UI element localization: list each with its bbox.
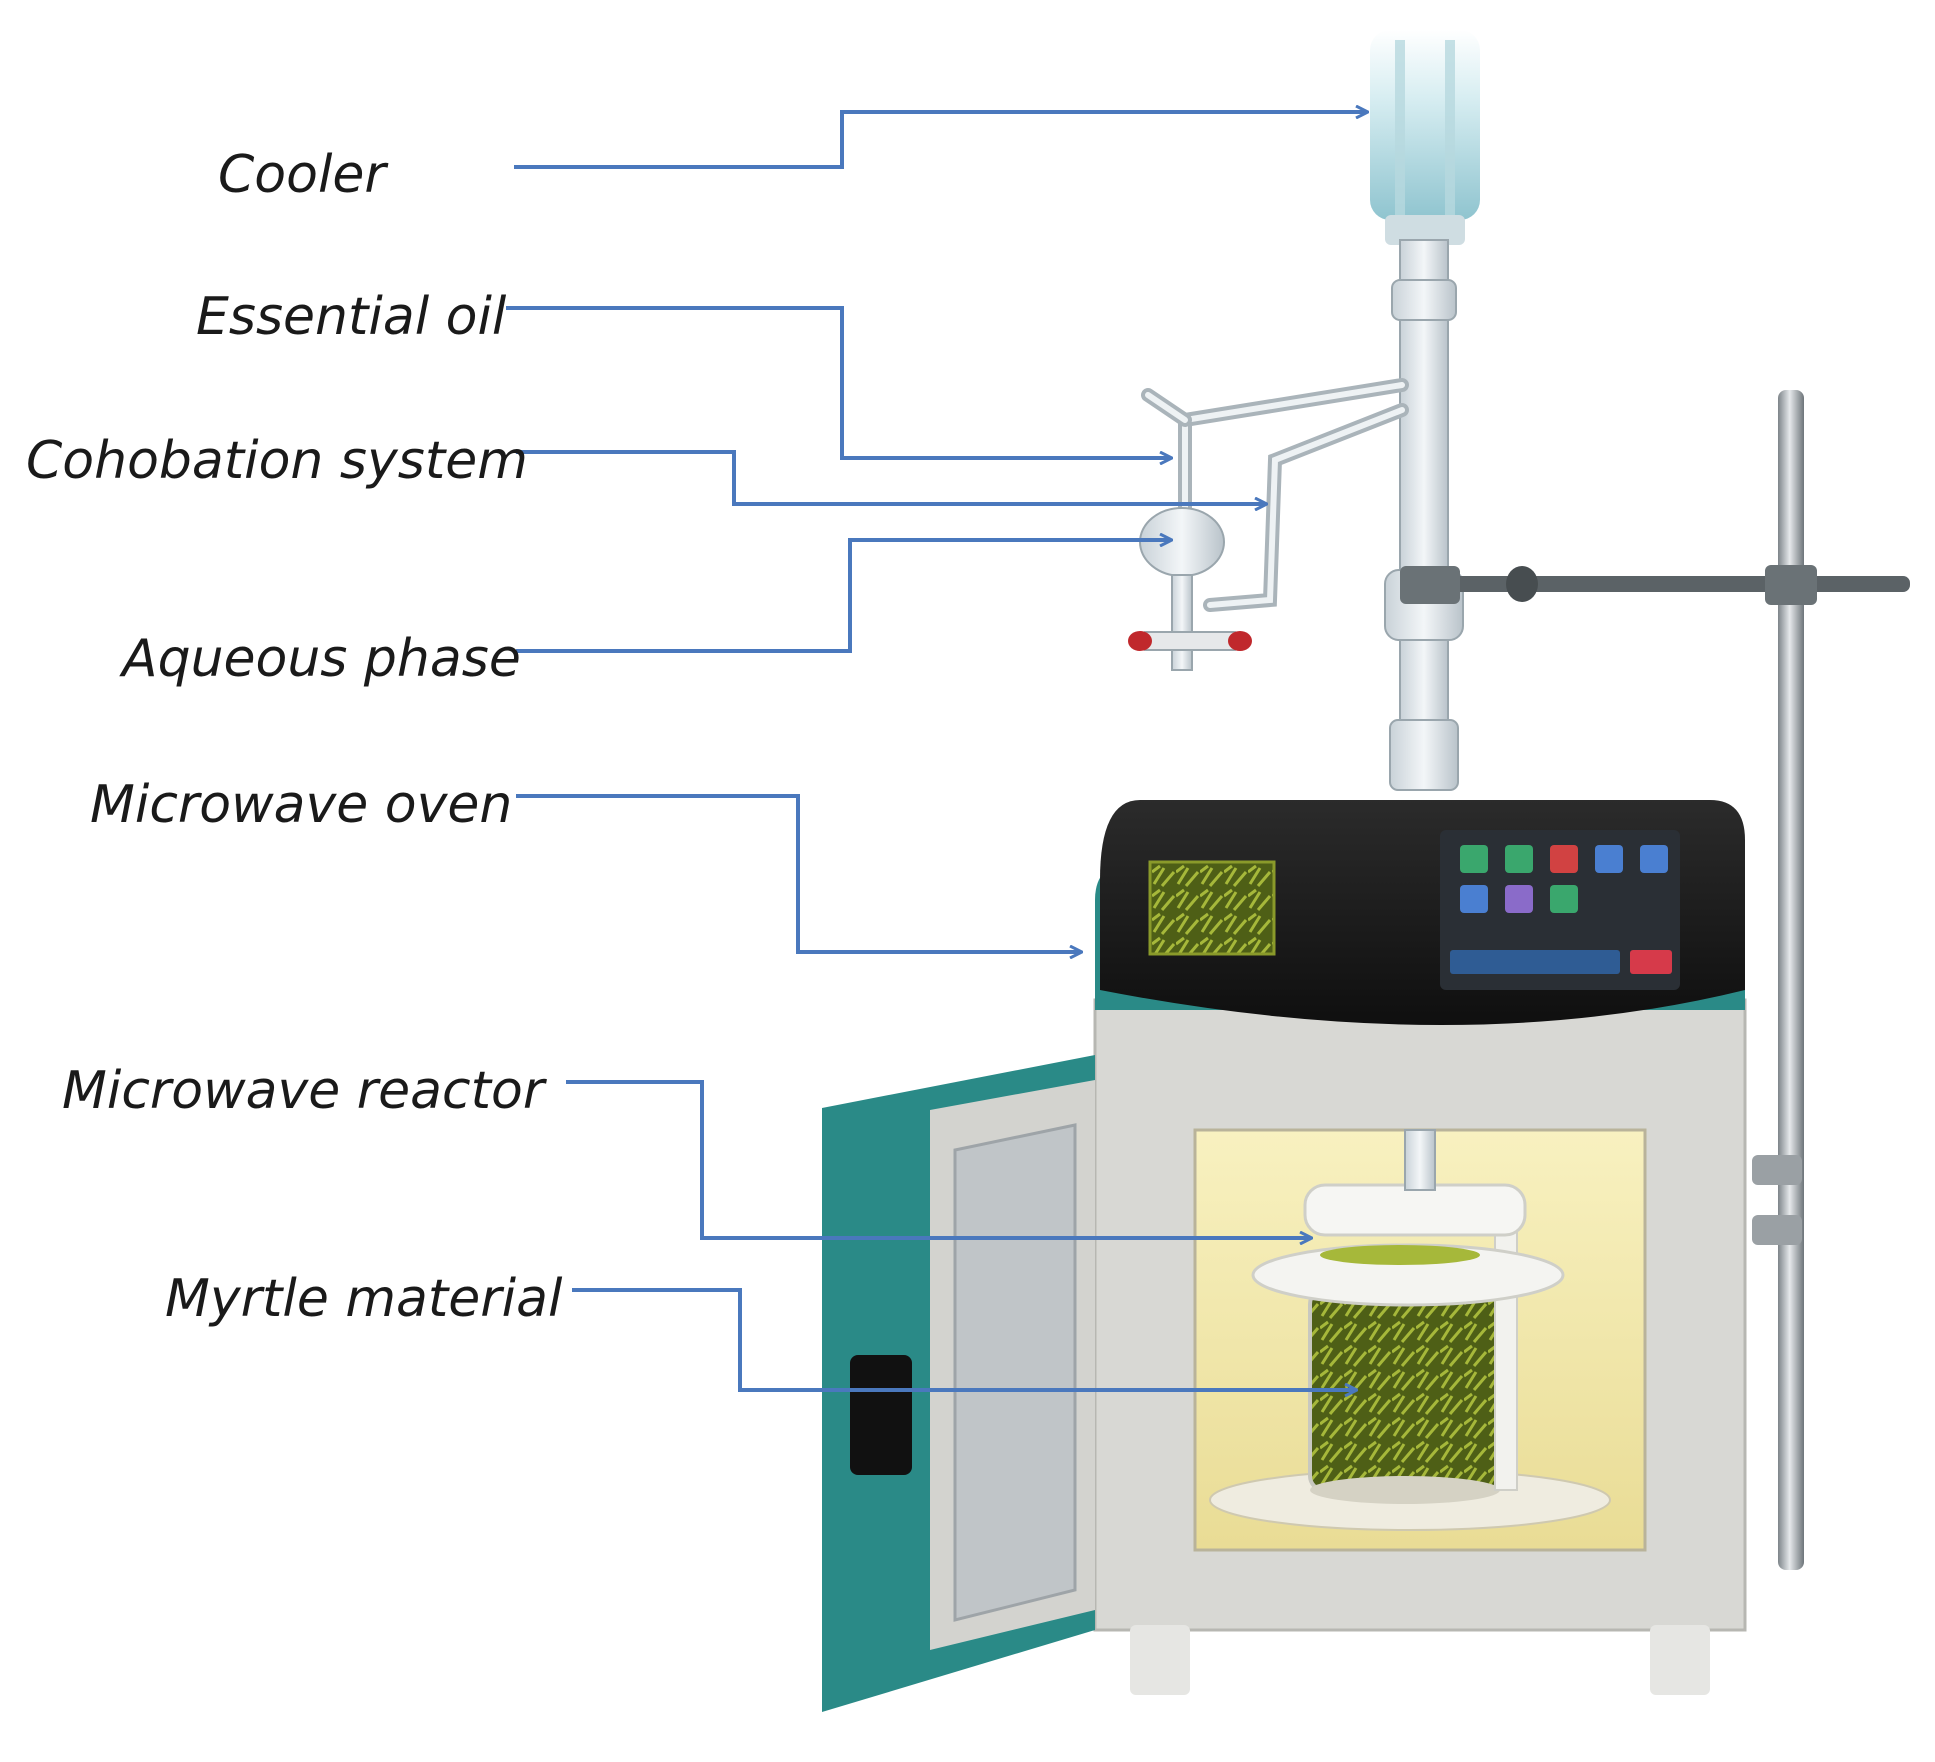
myrtle-material-arrow <box>572 1288 1355 1390</box>
callout-arrows <box>506 112 1366 1390</box>
label-microwave-oven: Microwave oven <box>90 775 512 835</box>
aqueous-phase-arrow <box>516 540 1170 653</box>
label-aqueous-phase: Aqueous phase <box>119 629 521 689</box>
cohobation-system-arrow <box>516 450 1265 504</box>
cooler-arrow <box>514 112 1366 169</box>
essential-oil-arrow <box>506 306 1170 458</box>
separator-bulb <box>1128 507 1252 671</box>
cooler-condenser <box>1370 30 1480 245</box>
support-stand <box>1400 390 1910 1570</box>
cohobation-side-arm <box>1141 378 1409 612</box>
glass-column <box>1384 239 1464 791</box>
touchscreen-icons <box>1450 845 1672 974</box>
microwave-oven-arrow <box>516 794 1080 952</box>
microwave-oven <box>822 800 1747 1712</box>
label-essential-oil: Essential oil <box>196 287 507 347</box>
label-myrtle-material: Myrtle material <box>165 1269 563 1329</box>
callout-labels: Cooler Essential oil Cohobation system A… <box>26 145 563 1329</box>
oven-door <box>822 1055 1095 1712</box>
label-cooler: Cooler <box>218 145 389 205</box>
microwave-reactor-arrow <box>566 1080 1310 1238</box>
microwave-reactor <box>1251 1129 1565 1504</box>
apparatus-illustration <box>822 30 1910 1712</box>
label-microwave-reactor: Microwave reactor <box>62 1061 548 1121</box>
label-cohobation-system: Cohobation system <box>26 431 528 491</box>
